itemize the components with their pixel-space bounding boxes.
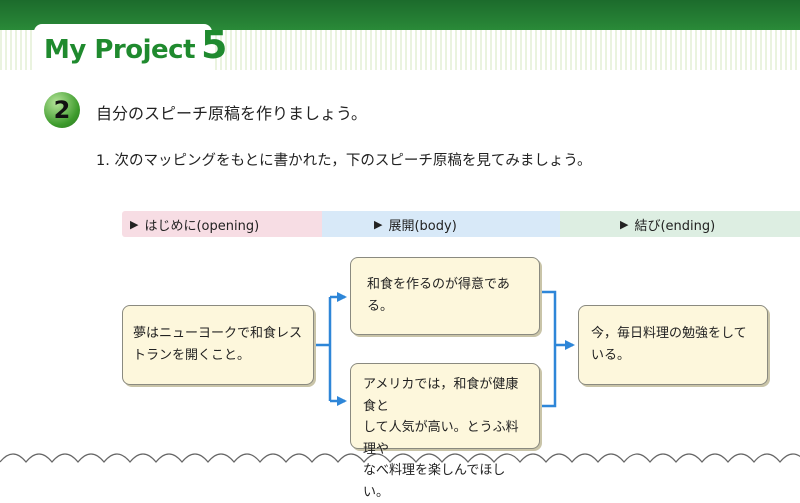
box-line: 今，毎日料理の勉強をしている。 bbox=[591, 326, 747, 363]
box-line: アメリカでは，和食が健康食と bbox=[363, 377, 519, 414]
box-line: 和食を作るのが得意である。 bbox=[367, 277, 510, 314]
stage-opening: ▶ はじめに(opening) bbox=[122, 211, 328, 237]
connector-dream-split bbox=[314, 297, 332, 401]
title-number: 5 bbox=[201, 23, 227, 67]
triangle-right-icon: ▶ bbox=[620, 217, 629, 231]
stage-body-label: 展開(body) bbox=[388, 218, 457, 234]
mapping-box-now: 今，毎日料理の勉強をしている。 bbox=[578, 305, 768, 385]
connector-merge bbox=[540, 290, 557, 408]
mapping-box-skill: 和食を作るのが得意である。 bbox=[350, 257, 540, 335]
wavy-divider bbox=[0, 453, 800, 463]
stage-ending: ▶ 結び(ending) bbox=[560, 211, 800, 237]
title-word: My Project bbox=[44, 35, 196, 65]
triangle-right-icon: ▶ bbox=[130, 217, 139, 231]
triangle-right-icon: ▶ bbox=[374, 217, 383, 231]
step-heading: 自分のスピーチ原稿を作りましょう。 bbox=[96, 104, 368, 123]
stage-ending-label: 結び(ending) bbox=[634, 218, 716, 234]
title-tab bbox=[34, 24, 212, 72]
box-line: トランを開くこと。 bbox=[133, 348, 251, 363]
instruction-text: 1. 次のマッピングをもとに書かれた，下のスピーチ原稿を見てみましょう。 bbox=[96, 153, 592, 169]
box-line: して人気が高い。とうふ料理や bbox=[363, 420, 519, 457]
stage-opening-label: はじめに(opening) bbox=[144, 218, 260, 234]
mapping-box-dream: 夢はニューヨークで和食レス トランを開くこと。 bbox=[122, 305, 314, 385]
mapping-box-america: アメリカでは，和食が健康食と して人気が高い。とうふ料理や なべ料理を楽しんでほ… bbox=[350, 363, 540, 500]
step-number-badge: 2 bbox=[44, 92, 80, 128]
box-line: 夢はニューヨークで和食レス bbox=[133, 326, 303, 341]
flow-connectors bbox=[314, 290, 575, 408]
